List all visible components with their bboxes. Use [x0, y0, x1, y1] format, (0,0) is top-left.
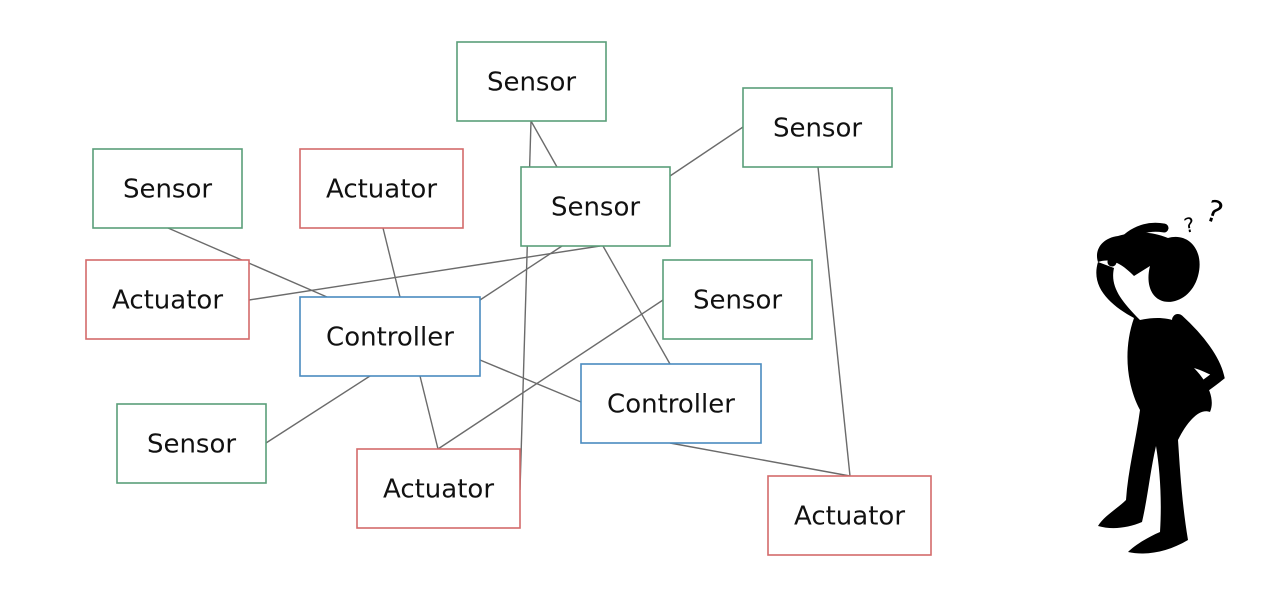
actuator-box — [299, 148, 464, 229]
sensor-box — [92, 148, 243, 229]
actuator-node-a-bottom: Actuator — [356, 448, 521, 529]
actuator-label: Actuator — [112, 286, 223, 316]
edge-s-center-to-c-right — [602, 245, 671, 365]
figure-body — [1096, 232, 1222, 554]
sensor-label: Sensor — [487, 68, 576, 98]
figure-arm — [1172, 314, 1225, 404]
sensor-label: Sensor — [147, 430, 236, 460]
sensor-label: Sensor — [693, 286, 782, 316]
figure-hand — [1107, 222, 1169, 267]
sensor-node-s-center: Sensor — [520, 166, 671, 247]
question-marks-small: ? — [1182, 212, 1197, 237]
actuator-node-a-bottom-right: Actuator — [767, 475, 932, 556]
edge-s-top-to-s-center — [530, 120, 558, 168]
controller-box — [299, 296, 481, 377]
edge-c-left-to-c-right — [479, 359, 582, 403]
actuator-box — [356, 448, 521, 529]
sensor-node-s-bottom-left: Sensor — [116, 403, 267, 484]
controller-node-c-right: Controller — [580, 363, 762, 444]
edge-s-mid-right-to-a-bottom — [437, 299, 664, 450]
edge-a-top-to-c-left — [382, 227, 401, 298]
sensor-box — [520, 166, 671, 247]
sensor-box — [662, 259, 813, 340]
sensor-label: Sensor — [123, 175, 212, 205]
actuator-box — [767, 475, 932, 556]
controller-node-c-left: Controller — [299, 296, 481, 377]
edge-c-left-to-a-bottom — [419, 375, 439, 450]
sensor-node-s-mid-right: Sensor — [662, 259, 813, 340]
sensor-node-s-right-top: Sensor — [742, 87, 893, 168]
sensor-node-s-top: Sensor — [456, 41, 607, 122]
sensor-label: Sensor — [551, 193, 640, 223]
sensor-box — [742, 87, 893, 168]
edge-s-right-top-to-a-bottom-right — [817, 166, 851, 477]
actuator-box — [85, 259, 250, 340]
actuator-node-a-top: Actuator — [299, 148, 464, 229]
actuator-label: Actuator — [383, 475, 494, 505]
sensor-box — [116, 403, 267, 484]
sensor-node-s-left: Sensor — [92, 148, 243, 229]
actuator-label: Actuator — [326, 175, 437, 205]
edge-a-left-to-s-center — [248, 245, 601, 301]
edge-s-center-to-c-left — [479, 245, 563, 301]
edge-c-right-to-a-bottom-right — [669, 442, 851, 477]
controller-label: Controller — [326, 323, 454, 353]
actuator-label: Actuator — [794, 502, 905, 532]
controller-box — [580, 363, 762, 444]
question-marks: ? — [1201, 194, 1227, 232]
actuator-node-a-left: Actuator — [85, 259, 250, 340]
edge-s-right-top-to-s-center — [669, 126, 744, 177]
edge-c-left-to-s-bottom-left — [265, 375, 371, 444]
controller-label: Controller — [607, 390, 735, 420]
sensor-label: Sensor — [773, 114, 862, 144]
sensor-box — [456, 41, 607, 122]
confused-person-figure: ? ? — [1096, 194, 1227, 554]
